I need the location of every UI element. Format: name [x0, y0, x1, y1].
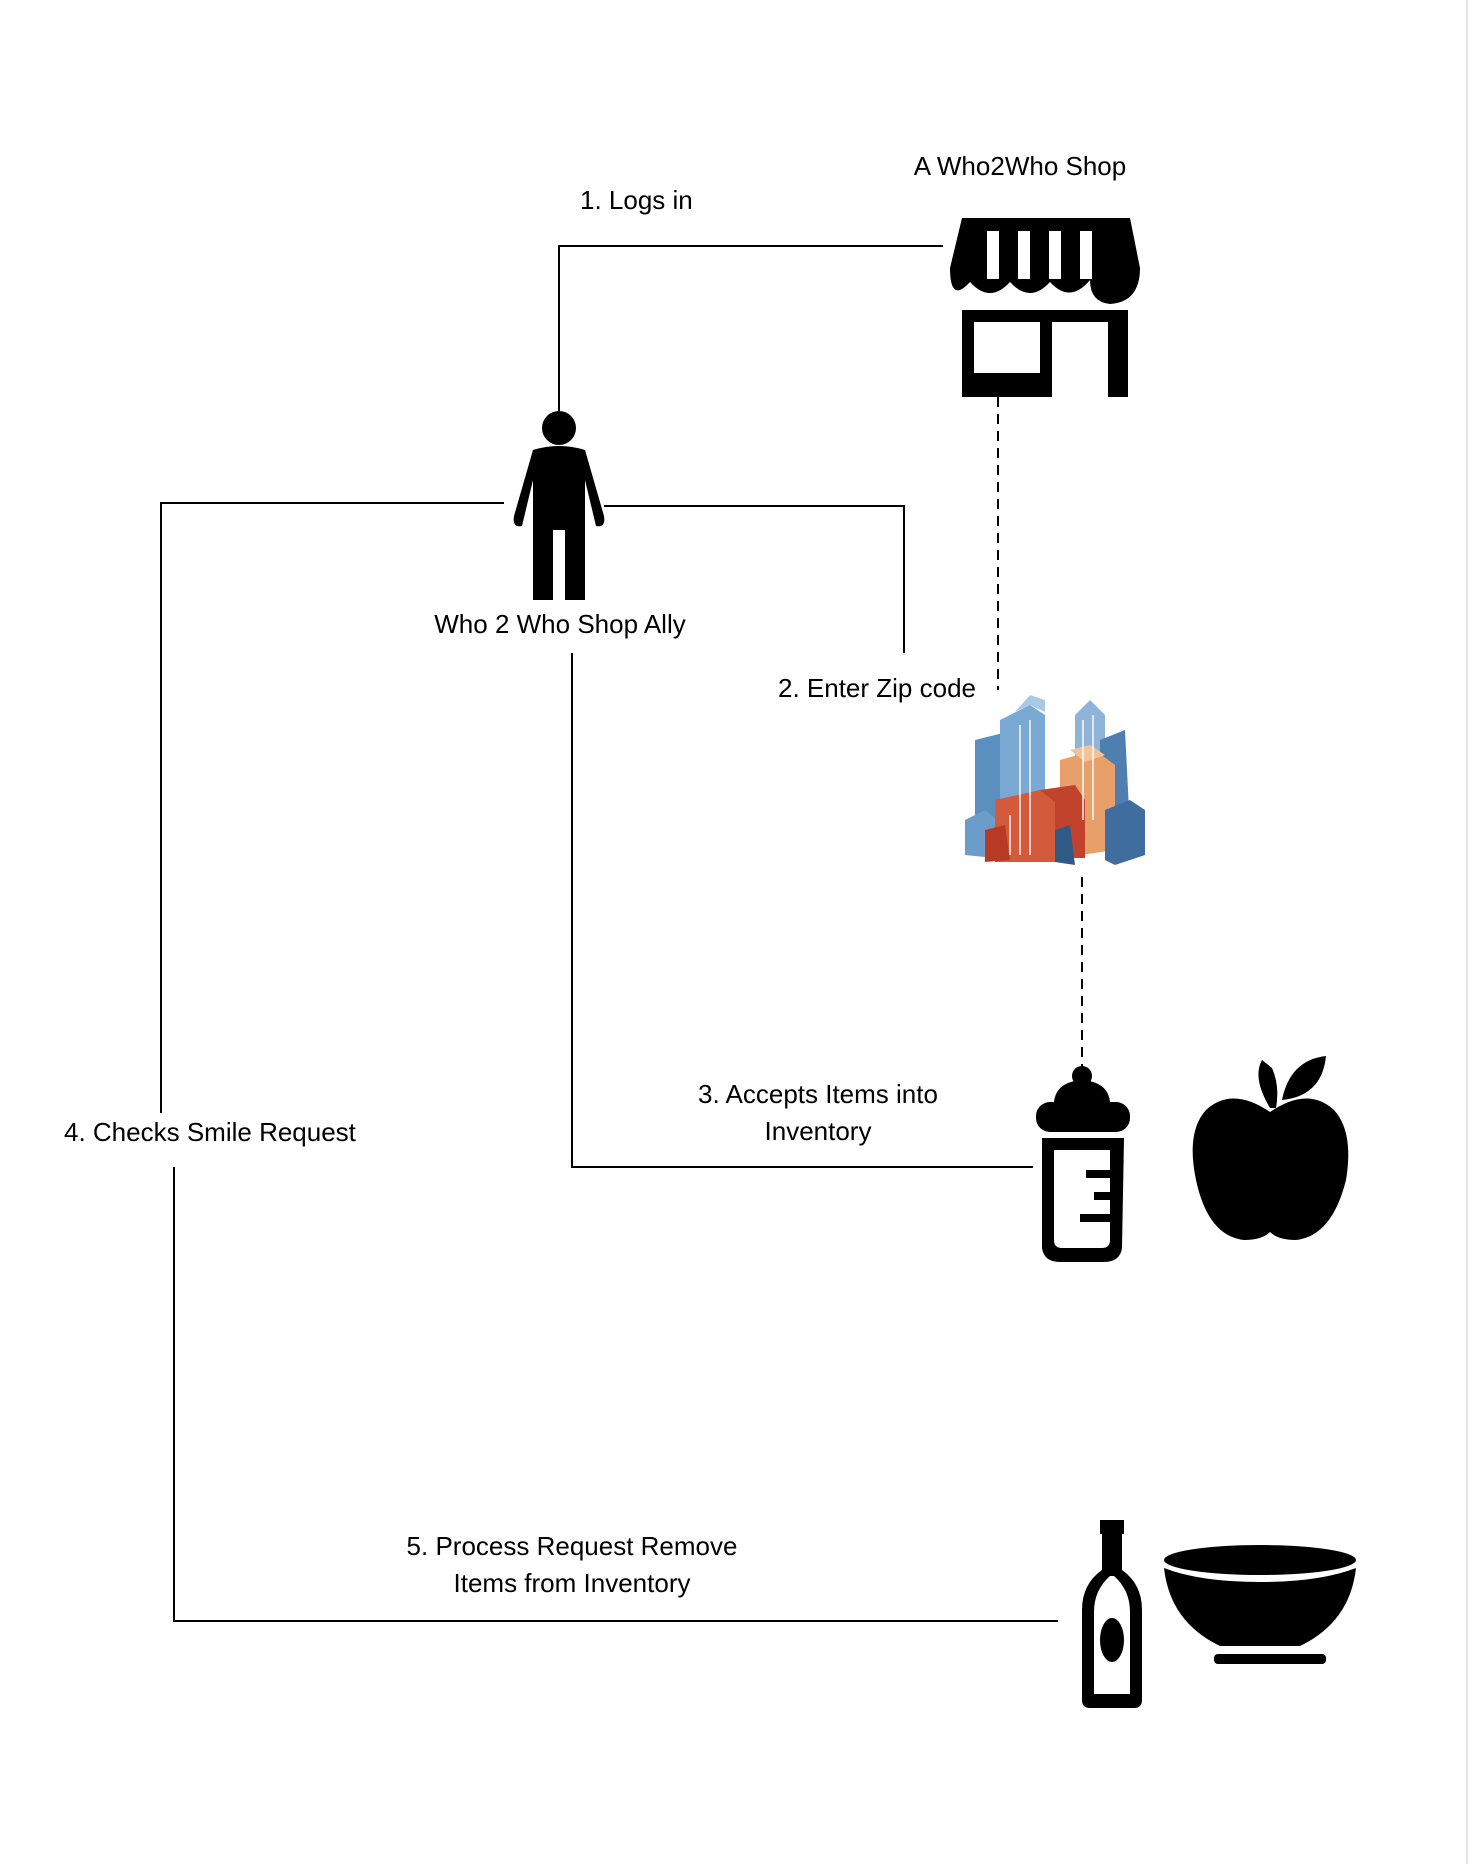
ally-label: Who 2 Who Shop Ally: [434, 609, 686, 639]
connector-process-request: [173, 1167, 1058, 1622]
city-buildings-icon: [965, 695, 1145, 865]
connector-accepts-items: [571, 653, 1033, 1168]
shop-title: A Who2Who Shop: [913, 151, 1127, 181]
step5-label: 5. Process Request Remove Items from Inv…: [390, 1528, 754, 1602]
person-icon: [513, 411, 605, 600]
connector-zip-code: [604, 505, 905, 653]
connector-logs-in: [558, 245, 943, 411]
apple-icon: [1192, 1056, 1349, 1240]
storefront-icon: [950, 218, 1140, 397]
bowl-icon: [1164, 1545, 1356, 1664]
baby-bottle-icon: [1036, 1066, 1130, 1262]
step5-line2: Items from Inventory: [453, 1568, 691, 1598]
step4-label: 4. Checks Smile Request: [64, 1117, 356, 1147]
step3-line1: 3. Accepts Items into: [698, 1079, 938, 1109]
step5-line1: 5. Process Request Remove: [406, 1531, 738, 1561]
step1-label: 1. Logs in: [580, 185, 693, 215]
connector-smile-request: [160, 502, 504, 1113]
bottle-icon: [1082, 1520, 1142, 1708]
step3-label: 3. Accepts Items into Inventory: [660, 1076, 976, 1150]
step3-line2: Inventory: [764, 1116, 872, 1146]
page-edge-divider: [1466, 0, 1468, 1864]
step2-label: 2. Enter Zip code: [778, 673, 976, 703]
